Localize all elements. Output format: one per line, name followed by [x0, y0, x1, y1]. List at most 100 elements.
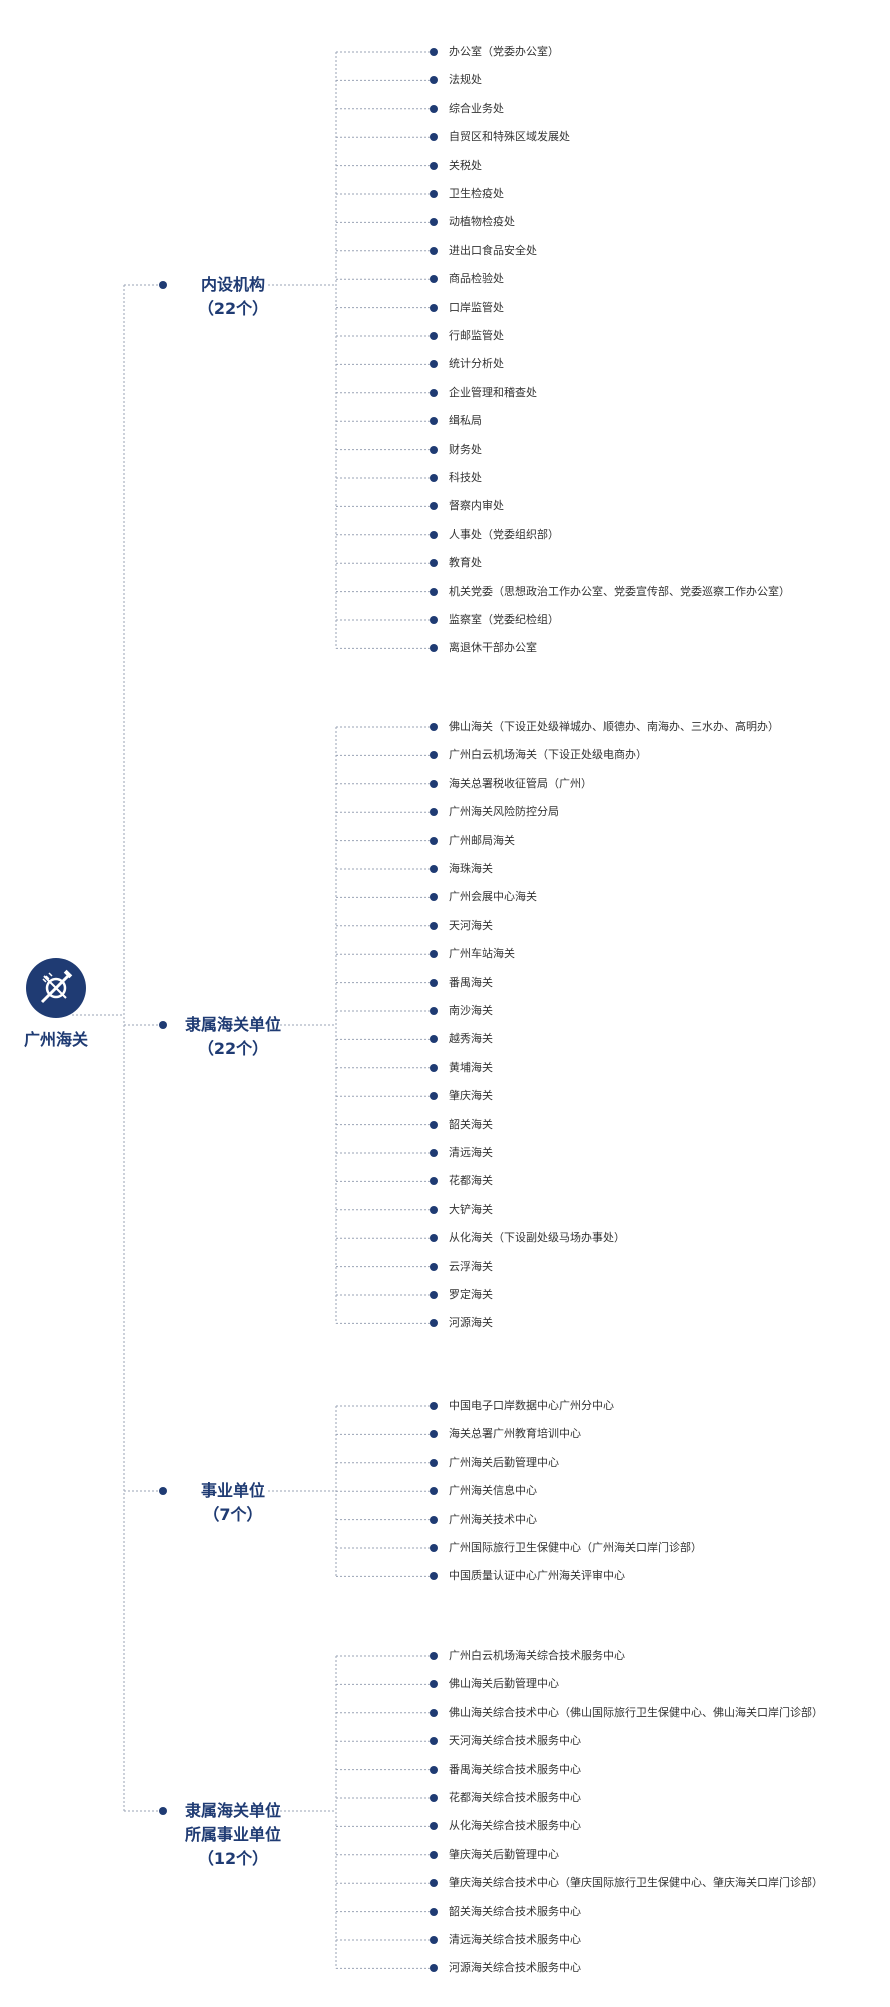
list-item: 法规处 [449, 73, 482, 87]
item-dot [430, 1544, 438, 1552]
list-item: 动植物检疫处 [449, 215, 515, 229]
list-item: 自贸区和特殊区域发展处 [449, 130, 570, 144]
group-subtitle: 所属事业单位 [184, 1825, 281, 1844]
item-dot [430, 388, 438, 397]
item-dot [430, 445, 438, 454]
list-item: 督察内审处 [449, 499, 504, 513]
item-dot [430, 1652, 438, 1660]
list-item: 进出口食品安全处 [449, 243, 537, 257]
item-dot [430, 1794, 438, 1802]
item-dot [430, 865, 438, 873]
item-dot [430, 1149, 438, 1157]
list-item: 广州邮局海关 [449, 833, 515, 847]
item-dot [430, 474, 438, 482]
list-item: 统计分析处 [449, 357, 504, 371]
item-dot [430, 1007, 438, 1015]
list-item: 清远海关 [449, 1146, 493, 1159]
list-item: 人事处（党委组织部） [449, 527, 559, 541]
list-item: 财务处 [449, 442, 482, 456]
list-item: 大铲海关 [449, 1202, 493, 1216]
item-dot [430, 1572, 438, 1581]
list-item: 肇庆海关 [449, 1089, 493, 1103]
item-dot [430, 1092, 438, 1101]
item-dot [430, 1291, 438, 1299]
group-dot [159, 1807, 167, 1815]
item-dot [430, 104, 438, 113]
item-dot [430, 644, 438, 653]
list-item: 海关总署广州教育培训中心 [449, 1427, 581, 1441]
item-dot [430, 1964, 438, 1973]
group-label: 隶属海关单位所属事业单位（12个） [163, 1799, 303, 1871]
list-item: 番禺海关 [449, 975, 493, 989]
item-dot [430, 1262, 438, 1271]
item-dot [430, 133, 438, 142]
item-dot [430, 48, 438, 56]
list-item: 科技处 [449, 471, 482, 484]
item-dot [430, 1319, 438, 1328]
item-dot [430, 1120, 438, 1129]
list-item: 罗定海关 [449, 1288, 493, 1301]
list-item: 关税处 [449, 158, 482, 172]
list-item: 清远海关综合技术服务中心 [449, 1933, 581, 1946]
item-dot [430, 360, 438, 369]
group-count: （12个） [197, 1849, 269, 1868]
list-item: 教育处 [449, 556, 482, 570]
item-dot [430, 1879, 438, 1888]
list-item: 综合业务处 [449, 101, 504, 115]
item-dot [430, 1708, 438, 1717]
list-item: 海珠海关 [449, 862, 493, 875]
group-dot [159, 1487, 167, 1495]
list-item: 花都海关综合技术服务中心 [449, 1791, 581, 1804]
list-item: 广州白云机场海关综合技术服务中心 [449, 1649, 625, 1662]
list-item: 佛山海关综合技术中心（佛山国际旅行卫生保健中心、佛山海关口岸门诊部） [449, 1705, 823, 1719]
root-node: 广州海关 [14, 958, 98, 1050]
item-dot [430, 1487, 438, 1496]
item-dot [430, 616, 438, 624]
list-item: 肇庆海关后勤管理中心 [449, 1847, 559, 1861]
list-item: 广州车站海关 [449, 947, 515, 961]
list-item: 从化海关综合技术服务中心 [449, 1819, 581, 1833]
item-dot [430, 1850, 438, 1859]
item-dot [430, 1680, 438, 1689]
list-item: 广州海关后勤管理中心 [449, 1455, 559, 1469]
item-dot [430, 587, 438, 596]
list-item: 口岸监管处 [449, 300, 504, 314]
item-dot [430, 218, 438, 227]
item-dot [430, 1430, 438, 1439]
group-dot [159, 1021, 167, 1029]
list-item: 广州海关信息中心 [449, 1484, 537, 1498]
item-dot [430, 530, 438, 539]
list-item: 肇庆海关综合技术中心（肇庆国际旅行卫生保健中心、肇庆海关口岸门诊部） [449, 1876, 823, 1890]
list-item: 监察室（党委纪检组） [449, 613, 559, 626]
list-item: 缉私局 [449, 414, 482, 428]
list-item: 韶关海关综合技术服务中心 [449, 1904, 581, 1918]
list-item: 办公室（党委办公室） [449, 45, 559, 58]
list-item: 云浮海关 [449, 1259, 493, 1273]
item-dot [430, 1234, 438, 1243]
item-dot [430, 332, 438, 340]
item-dot [430, 1907, 438, 1916]
list-item: 从化海关（下设副处级马场办事处） [449, 1231, 625, 1245]
list-item: 花都海关 [449, 1174, 493, 1188]
item-dot [430, 1936, 438, 1944]
list-item: 机关党委（思想政治工作办公室、党委宣传部、党委巡察工作办公室） [449, 584, 790, 598]
list-item: 广州国际旅行卫生保健中心（广州海关口岸门诊部） [449, 1541, 702, 1554]
group-label: 事业单位（7个） [163, 1479, 303, 1527]
list-item: 中国电子口岸数据中心广州分中心 [449, 1399, 614, 1412]
list-item: 番禺海关综合技术服务中心 [449, 1762, 581, 1776]
item-dot [430, 1177, 438, 1186]
group-count: （22个） [197, 299, 269, 318]
list-item: 佛山海关（下设正处级禅城办、顺德办、南海办、三水办、高明办） [449, 720, 779, 733]
item-dot [430, 161, 438, 170]
group-title: 隶属海关单位 [184, 1015, 281, 1034]
item-dot [430, 1737, 438, 1746]
group-dot [159, 281, 167, 289]
item-dot [430, 723, 438, 731]
item-dot [430, 751, 438, 760]
list-item: 广州海关技术中心 [449, 1512, 537, 1526]
item-dot [430, 1063, 438, 1072]
item-dot [430, 950, 438, 959]
list-item: 越秀海关 [449, 1032, 493, 1046]
